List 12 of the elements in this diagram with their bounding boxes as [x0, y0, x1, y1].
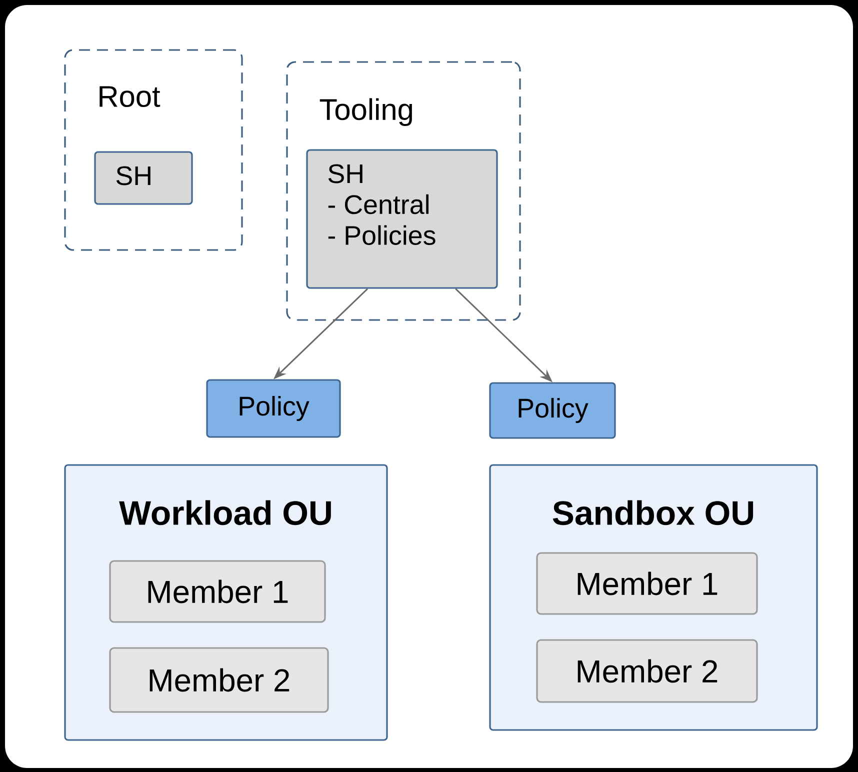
group-heading: Root [100, 86, 160, 108]
box-label: Member 1 [148, 580, 288, 604]
box-label: Member 2 [578, 659, 718, 683]
box-label: Member 1 [578, 572, 718, 596]
ou-heading: Sandbox OU [552, 500, 754, 526]
box-label: SH [116, 166, 150, 186]
box-label: Member 2 [150, 668, 290, 692]
box-label: Policy [240, 396, 310, 422]
group-heading: Tooling [320, 98, 412, 126]
ou-heading: Workload OU [119, 500, 331, 526]
box-label: Policy [518, 398, 588, 424]
box-label: SH - Central - Policies [328, 164, 436, 246]
